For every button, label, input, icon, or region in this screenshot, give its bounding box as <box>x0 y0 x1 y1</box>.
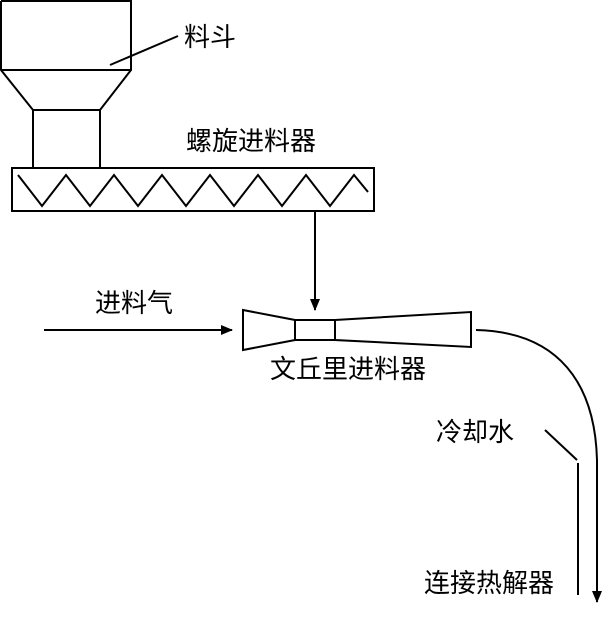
cooling-water-label: 冷却水 <box>436 418 514 448</box>
screw-feeder-label: 螺旋进料器 <box>186 127 316 157</box>
cooling-water-leader-line <box>544 429 578 461</box>
hopper-leader-line <box>109 35 179 66</box>
venturi-feeder-label: 文丘里进料器 <box>270 355 426 385</box>
venturi-feeder-shape <box>242 308 472 352</box>
screw-feeder-shape <box>11 167 375 212</box>
to-pyrolyzer-label: 连接热解器 <box>424 569 554 599</box>
hopper-shape <box>0 0 132 169</box>
hopper-label: 料斗 <box>184 23 236 53</box>
output-pipe-curve <box>475 329 602 603</box>
feed-gas-label: 进料气 <box>95 289 173 319</box>
